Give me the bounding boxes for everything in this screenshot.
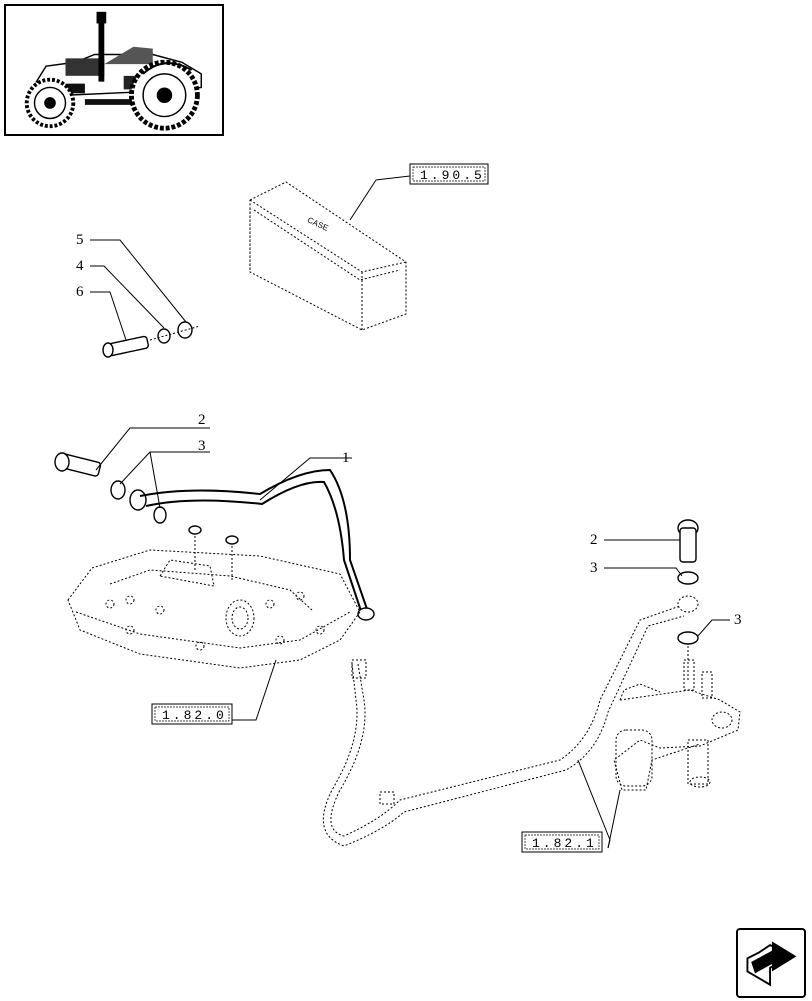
pipe-1-upper — [139, 468, 369, 613]
ref-label-housing: 1.82.0 — [162, 708, 227, 723]
washer-3-right-bottom — [677, 631, 699, 645]
control-valve — [613, 659, 741, 791]
callout-5: 5 — [76, 232, 84, 248]
next-page-button[interactable] — [736, 928, 806, 998]
lift-housing — [67, 549, 361, 669]
ref-box-housing[interactable]: 1.82.0 — [151, 703, 233, 725]
ref-label-battery: 1.90.5 — [420, 168, 485, 183]
callout-6: 6 — [76, 284, 84, 300]
svg-text:CASE: CASE — [306, 215, 330, 232]
pipe-lower — [330, 605, 681, 837]
pipe-banjo — [129, 489, 147, 511]
washer-3-right-top — [677, 571, 699, 585]
bolt-2-left — [54, 452, 102, 477]
washer-3b — [153, 506, 167, 524]
o-ring-right — [225, 535, 239, 545]
washer-3a — [110, 480, 126, 500]
callout-4: 4 — [76, 258, 84, 274]
ref-label-valve: 1.82.1 — [532, 836, 597, 851]
pipe-1-upper-inner — [145, 480, 363, 615]
bolt-2-right — [677, 519, 699, 563]
banjo-right — [677, 595, 699, 613]
bolt-6 — [102, 335, 149, 358]
o-ring-left — [188, 525, 202, 535]
tractor-icon — [24, 11, 203, 131]
ref-box-battery[interactable]: 1.90.5 — [409, 163, 489, 185]
tractor-thumbnail — [4, 4, 224, 136]
washer-4 — [157, 328, 171, 344]
callout-3-right-b: 3 — [734, 612, 742, 628]
callout-1: 1 — [342, 450, 350, 466]
next-page-arrow-icon — [746, 941, 797, 987]
callout-2-left: 2 — [198, 412, 206, 428]
ref-box-valve[interactable]: 1.82.1 — [521, 831, 603, 853]
battery: CASE — [249, 181, 407, 331]
callout-3-left: 3 — [198, 438, 206, 454]
callout-2-right: 2 — [590, 532, 598, 548]
callout-3-right: 3 — [590, 560, 598, 576]
